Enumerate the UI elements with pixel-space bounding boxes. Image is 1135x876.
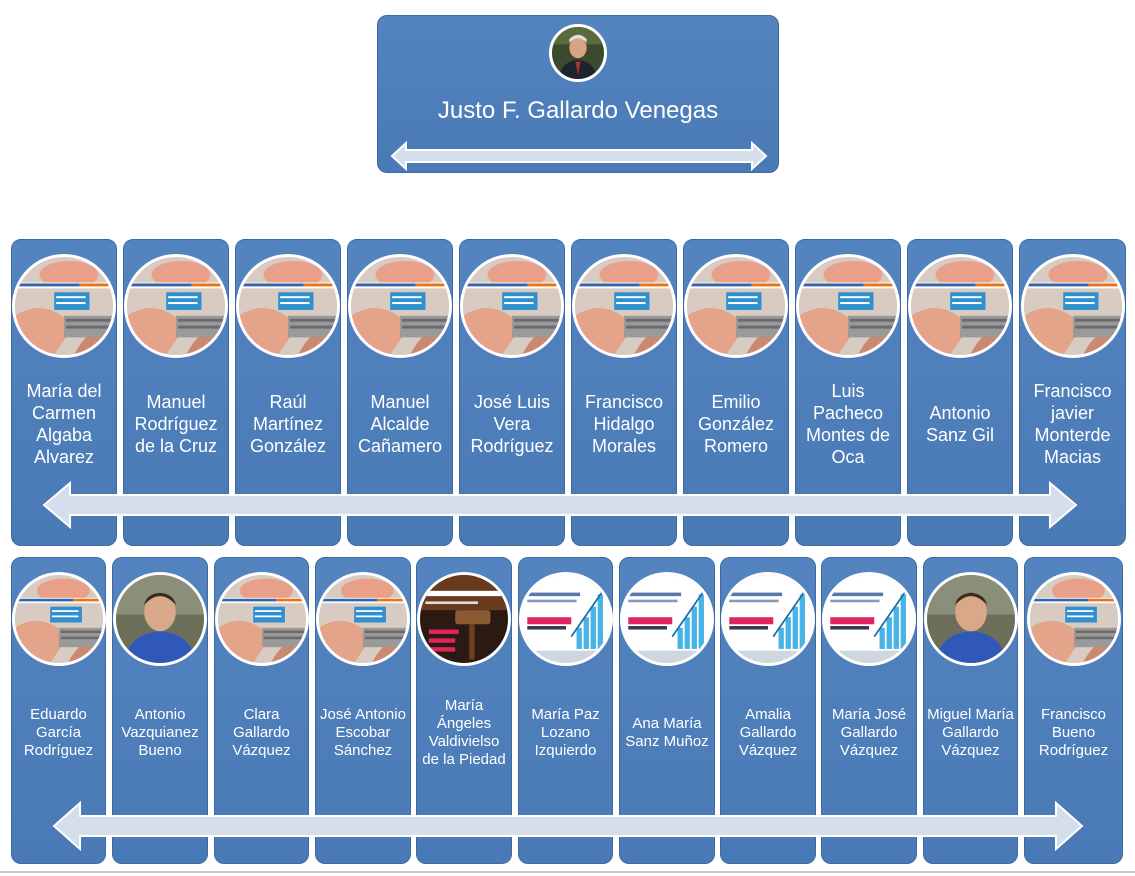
member-photo [124, 254, 228, 358]
hr-contracts-banner-icon [319, 575, 407, 663]
member-photo [572, 254, 676, 358]
hr-contracts-banner-icon [911, 257, 1009, 355]
member-name: María Ángeles Valdivielso de la Piedad [422, 697, 506, 768]
member-name: María José Gallardo Vázquez [831, 706, 907, 759]
row2-card: Clara Gallardo Vázquez [214, 557, 309, 864]
member-name: María del Carmen Algaba Alvarez [26, 381, 102, 467]
member-photo [923, 572, 1018, 666]
top-double-arrow [390, 140, 768, 172]
member-name: José Luis Vera Rodríguez [470, 392, 554, 456]
top-card: Justo F. Gallardo Venegas [377, 15, 779, 173]
member-name: Eduardo García Rodríguez [23, 706, 94, 759]
member-photo [11, 572, 106, 666]
hr-contracts-banner-icon [14, 575, 103, 663]
hr-contracts-banner-icon [1023, 257, 1122, 355]
member-photo [908, 254, 1012, 358]
member-name: Francisco Hidalgo Morales [584, 392, 664, 456]
row2-card: José Antonio Escobar Sánchez [315, 557, 411, 864]
tax-accounting-chart-banner-icon [521, 575, 610, 663]
member-name: Amalia Gallardo Vázquez [738, 706, 798, 759]
member-photo [620, 572, 714, 666]
member-name: Ana María Sanz Muñoz [625, 715, 709, 750]
member-name: Manuel Alcalde Cañamero [357, 392, 443, 456]
member-photo [460, 254, 564, 358]
row2-card: María Paz Lozano Izquierdo [518, 557, 613, 864]
hr-contracts-banner-icon [217, 575, 306, 663]
member-photo [684, 254, 788, 358]
member-photo [12, 254, 116, 358]
hr-contracts-banner-icon [463, 257, 561, 355]
row2-double-arrow [52, 800, 1084, 852]
portrait-photo-icon [552, 27, 604, 79]
member-name: Francisco javier Monterde Macias [1033, 381, 1112, 467]
row2-card: Amalia Gallardo Vázquez [720, 557, 816, 864]
tax-accounting-chart-banner-icon [724, 575, 812, 663]
row2-card: María Ángeles Valdivielso de la Piedad [416, 557, 512, 864]
row1-card: Antonio Sanz Gil [907, 239, 1013, 546]
member-photo [316, 572, 410, 666]
member-name: María Paz Lozano Izquierdo [531, 706, 600, 759]
member-name: Luis Pacheco Montes de Oca [805, 381, 891, 467]
member-photo [822, 572, 916, 666]
member-photo [113, 572, 207, 666]
hr-contracts-banner-icon [575, 257, 673, 355]
row2-card: Eduardo García Rodríguez [11, 557, 106, 864]
member-photo [236, 254, 340, 358]
member-photo [348, 254, 452, 358]
top-name: Justo F. Gallardo Venegas [437, 97, 719, 124]
top-photo [549, 24, 607, 82]
row2-card: Miguel María Gallardo Vázquez [923, 557, 1018, 864]
row1-double-arrow [42, 480, 1078, 530]
tax-accounting-chart-banner-icon [825, 575, 913, 663]
row2-card: María José Gallardo Vázquez [821, 557, 917, 864]
member-name: Miguel María Gallardo Vázquez [927, 706, 1014, 759]
member-photo [721, 572, 815, 666]
bottom-divider [0, 871, 1135, 873]
hr-contracts-banner-icon [239, 257, 337, 355]
hr-contracts-banner-icon [127, 257, 225, 355]
member-name: Antonio Sanz Gil [925, 403, 995, 445]
legal-gavel-banner-icon [420, 575, 508, 663]
member-name: Francisco Bueno Rodríguez [1038, 706, 1109, 759]
row2-card: Antonio Vazquianez Bueno [112, 557, 208, 864]
member-photo [417, 572, 511, 666]
member-name: Emilio González Romero [697, 392, 775, 456]
member-photo [214, 572, 309, 666]
hr-contracts-banner-icon [15, 257, 113, 355]
row1-card: José Luis Vera Rodríguez [459, 239, 565, 546]
hr-contracts-banner-icon [687, 257, 785, 355]
member-name: Raúl Martínez González [249, 392, 327, 456]
tax-accounting-chart-banner-icon [623, 575, 711, 663]
member-name: Antonio Vazquianez Bueno [121, 706, 199, 759]
member-name: José Antonio Escobar Sánchez [320, 706, 406, 759]
member-photo [1026, 572, 1121, 666]
member-photo [518, 572, 613, 666]
portrait-photo-icon [926, 575, 1015, 663]
member-name: Manuel Rodríguez de la Cruz [134, 392, 218, 456]
row2-card: Ana María Sanz Muñoz [619, 557, 715, 864]
member-photo [796, 254, 900, 358]
hr-contracts-banner-icon [1029, 575, 1118, 663]
member-photo [1020, 254, 1125, 358]
hr-contracts-banner-icon [351, 257, 449, 355]
row2-card: Francisco Bueno Rodríguez [1024, 557, 1123, 864]
member-name: Clara Gallardo Vázquez [232, 706, 291, 759]
hr-contracts-banner-icon [799, 257, 897, 355]
portrait-photo-icon [116, 575, 204, 663]
row1-card: Francisco javier Monterde Macias [1019, 239, 1126, 546]
